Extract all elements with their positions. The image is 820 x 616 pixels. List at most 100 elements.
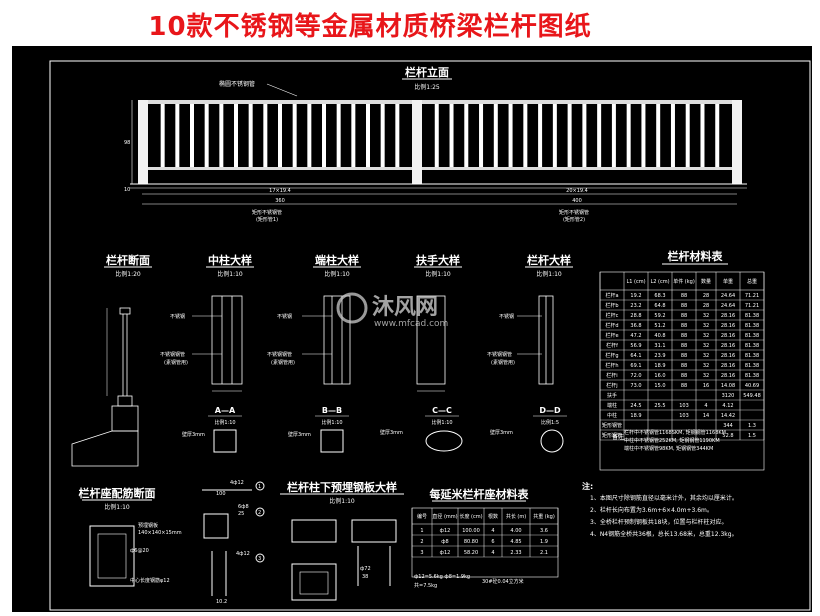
elevation-middle-post (412, 100, 422, 184)
material-table-cell: 23.2 (630, 303, 641, 309)
per-meter-header: 根数 (488, 513, 498, 520)
notes-item-2: 2、栏杆长向布置为3.6m+6×4.0m+3.6m。 (590, 506, 713, 514)
material-table-cell: 28.16 (721, 323, 735, 329)
material-table-cell: 81.38 (745, 353, 759, 359)
cad-canvas: 栏杆立面 比例1:25 椭圆不锈钢管 98 10 17×19.4 20×19.4 (12, 46, 812, 612)
elevation-baluster (656, 104, 661, 167)
material-table-cell: 栏杆h (605, 362, 618, 369)
detail-scale-section: 比例1:20 (115, 270, 141, 278)
end-post-label-pipe: 不锈钢 (277, 313, 292, 320)
detail-title-end-post: 端柱大样 (315, 253, 359, 267)
elevation-baluster (234, 104, 238, 167)
elevation-dim-right-span: 20×19.4 (566, 188, 588, 194)
per-meter-cell: 4.00 (510, 528, 521, 534)
detail-scale-end-post: 比例1:10 (324, 270, 350, 278)
material-table-cell: 81.38 (745, 313, 759, 319)
notes-item-1: 1、本图尺寸除钢筋直径以毫米计外，其余均以厘米计。 (590, 494, 738, 502)
material-table-cell: 69.1 (630, 363, 641, 369)
elevation-baluster (366, 104, 370, 167)
material-table-cell: 25.5 (654, 403, 665, 409)
per-meter-title: 每延米栏杆座材料表 (430, 487, 530, 501)
elevation-baluster (307, 104, 312, 167)
elevation-baluster (380, 104, 385, 167)
per-meter-cell: 6 (491, 539, 494, 545)
elevation-baluster (204, 104, 209, 167)
per-meter-cell: 4 (491, 528, 494, 534)
material-table-cell: 36.8 (630, 323, 641, 329)
per-meter-footer-left: ф12=5.6kg ф8=1.9kg (414, 574, 470, 580)
material-table-cell: 103 (679, 413, 689, 419)
notes-title: 注: (582, 481, 593, 491)
material-table-cell: 64.1 (630, 353, 641, 359)
section-b-scale: 比例1:10 (321, 419, 342, 426)
embed-plate: 栏杆柱下预埋钢板大样 比例1:10 4ф12 100 1 6ф8 25 2 4ф… (202, 480, 404, 605)
per-meter-header: 直径 (mm) (432, 513, 457, 520)
material-table-note-3: 端柱中不锈钢管98KM, 矩钢钢管344KM (624, 445, 713, 452)
detail-title-handrail: 扶手大样 (416, 253, 460, 267)
per-meter-grid (411, 507, 559, 578)
seat-section-scale: 比例1:10 (104, 503, 130, 511)
material-table-cell: 28.16 (721, 373, 735, 379)
material-table-cell: 18.9 (654, 363, 665, 369)
section-c: C—C 比例1:10 壁厚3mm (380, 406, 463, 452)
material-table-cell: 81.38 (745, 333, 759, 339)
material-table-cell: 16.0 (654, 373, 665, 379)
notes-item-3: 3、全桥栏杆预制钢板共18块，位置与栏杆柱对应。 (590, 518, 727, 526)
material-table-cell: 24.64 (721, 293, 735, 299)
material-table-cell: 18.9 (630, 413, 641, 419)
elevation-baluster (508, 104, 513, 167)
elevation-baluster (351, 104, 356, 167)
railing-label-fill: 不锈钢钢管 (487, 351, 512, 358)
end-post-detail (323, 295, 351, 385)
railing-section-sketch (71, 307, 139, 467)
embed-mark-1: 1 (258, 484, 261, 490)
material-table-cell: 28 (703, 303, 709, 309)
material-table-header: L2 (cm) (650, 279, 669, 285)
section-a-shape (213, 429, 237, 453)
elevation-baluster (582, 104, 587, 167)
material-table-cell: 59.2 (654, 313, 665, 319)
detail-title-section: 栏杆断面 (106, 253, 150, 267)
per-meter-cell: 2.1 (540, 550, 548, 556)
per-meter-header: 长度 (cm) (459, 513, 482, 520)
material-table-header: 总重 (747, 278, 757, 285)
embed-bar-3-label: 4ф12 (236, 551, 250, 557)
seat-section: 栏杆座配筋断面 比例1:10 预埋钢板 140×140×15mm 中心长度钢筋φ… (79, 486, 182, 587)
material-table-cell: 4 (704, 403, 707, 409)
material-table-header: 数量 (701, 278, 711, 285)
per-meter-cell: 4.85 (510, 539, 521, 545)
detail-scale-middle-post: 比例1:10 (217, 270, 243, 278)
embed-mark-2: 2 (258, 510, 261, 516)
material-table-cell: 4.12 (722, 403, 733, 409)
section-c-note: 壁厚3mm (380, 429, 403, 436)
seat-section-label-3: 中心长度钢筋φ12 (130, 577, 170, 584)
section-d-shape (540, 429, 564, 453)
elevation-baluster (190, 104, 194, 167)
notes: 注: 1、本图尺寸除钢筋直径以毫米计外，其余均以厘米计。 2、栏杆长向布置为3.… (582, 481, 738, 538)
middle-post-label-fill: 不锈钢钢管 (160, 351, 185, 358)
elevation-baluster (464, 104, 469, 167)
material-table-cell: 3120 (722, 393, 735, 399)
embed-plate-title: 栏杆柱下预埋钢板大样 (287, 480, 397, 494)
embed-bar-2-label: 6ф8 (238, 504, 249, 510)
per-meter-footer-right: 30#砼0.04立方米 (482, 578, 524, 585)
material-table-cell: 56.9 (630, 343, 641, 349)
material-table-cell: 14.42 (721, 413, 735, 419)
material-table-cell: 16 (703, 383, 709, 389)
elevation-label-bottom-right-sub: (矩形管2) (563, 216, 585, 223)
material-table-cell: 40.8 (654, 333, 665, 339)
material-table-cell: 矩形钢管 (602, 422, 622, 429)
material-table-cell: 88 (681, 333, 687, 339)
section-b-title: B—B (322, 406, 342, 415)
per-meter-cell: 1 (420, 528, 423, 534)
elevation-dim-height: 98 (124, 140, 130, 146)
material-table-cell: 71.21 (745, 293, 759, 299)
elevation-baluster (449, 104, 454, 167)
per-meter-table: 每延米栏杆座材料表 编号直径 (mm)长度 (cm)根数共长 (m)共重 (kg… (411, 487, 559, 589)
section-b-note: 壁厚3mm (288, 431, 311, 438)
material-table-note-1: 栏杆中不锈钢管1168SKM, 矩钢钢管1168KM (624, 429, 726, 436)
elevation-bottom-rail (138, 167, 742, 170)
material-table-cell: 矩形钢管 (602, 432, 622, 439)
